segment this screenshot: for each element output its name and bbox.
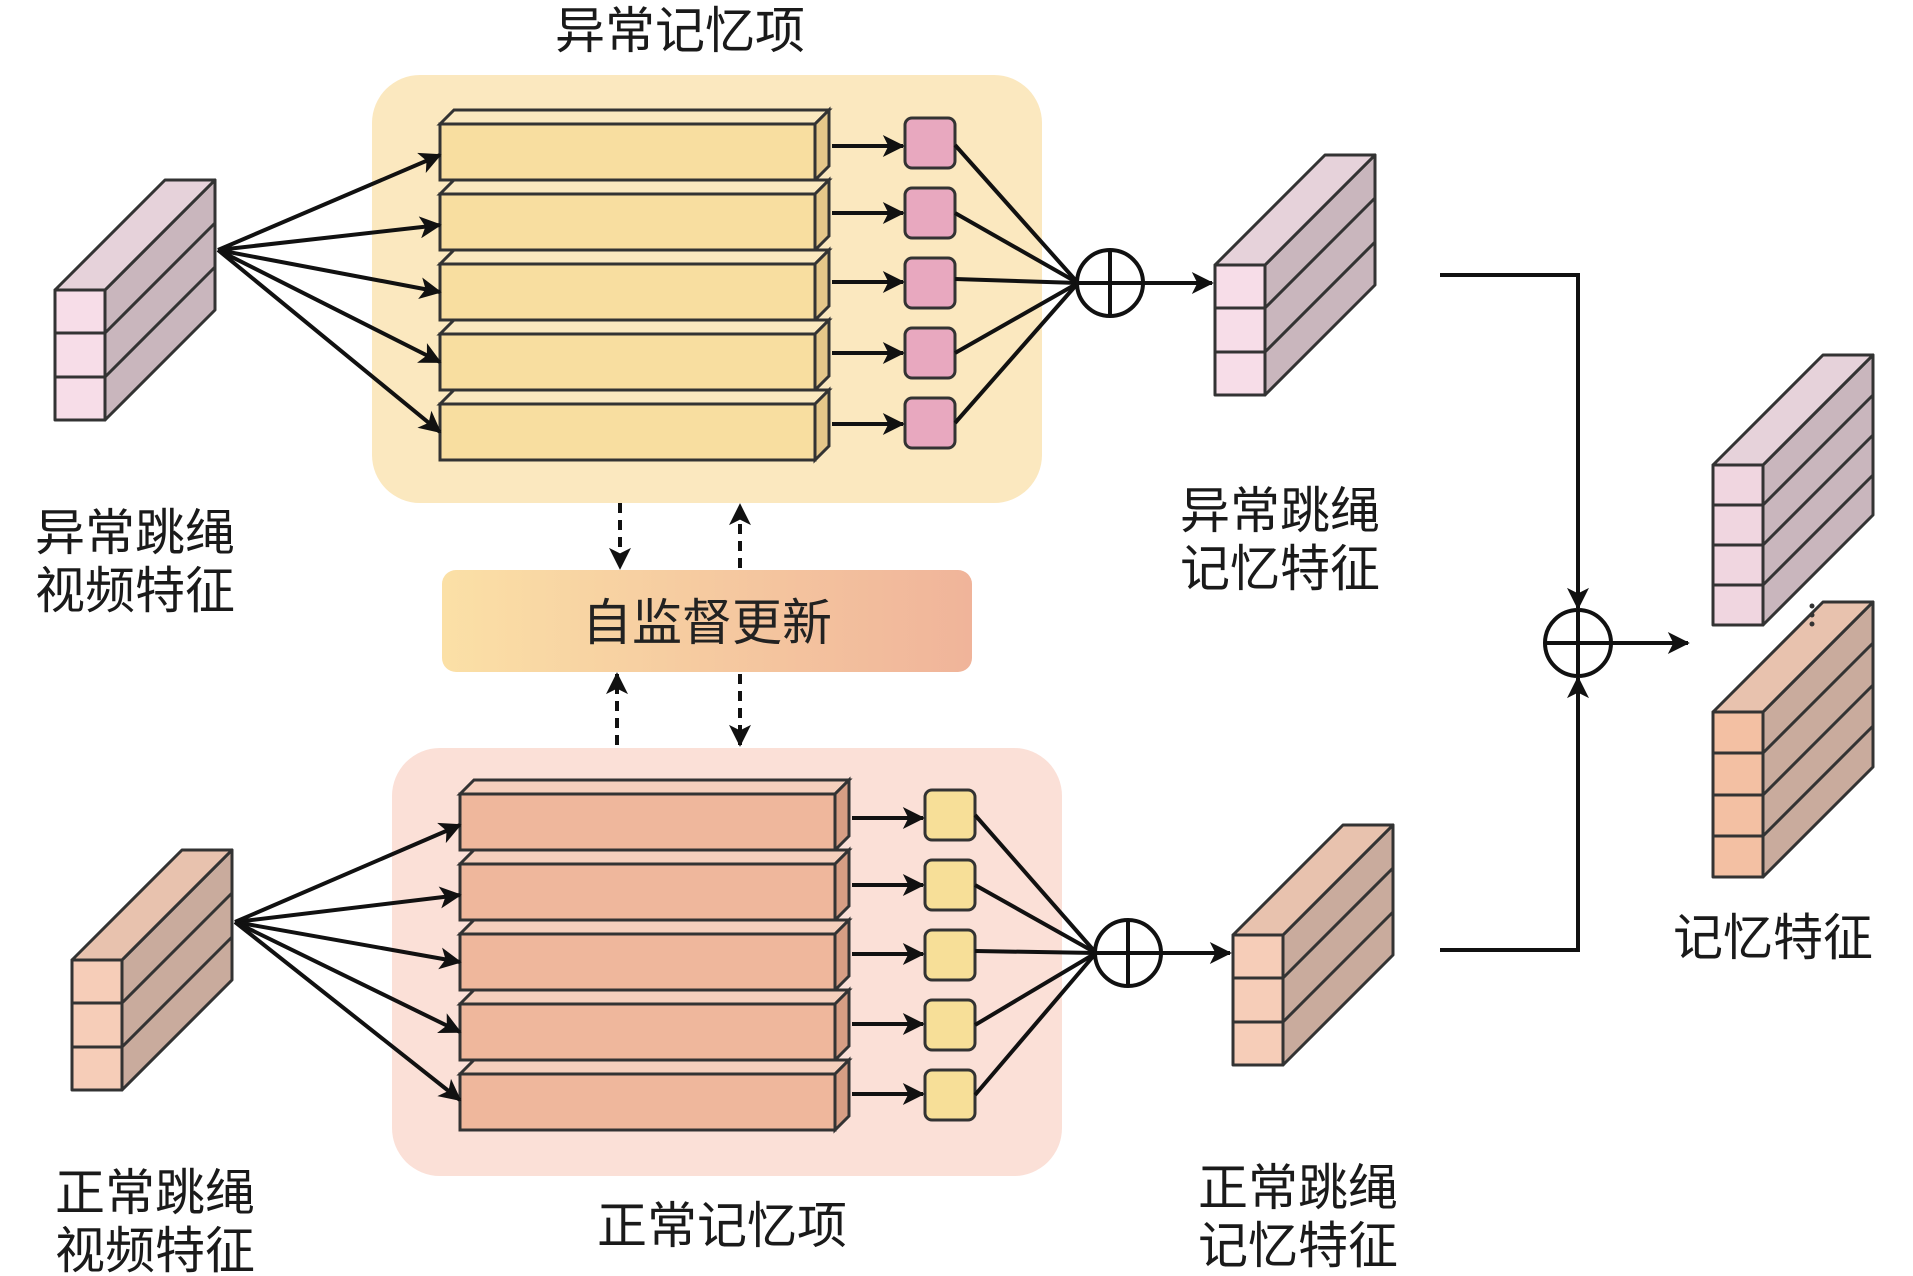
abnormal-weight-square [903, 396, 957, 450]
abnormal-memory-items-label: 异常记忆项 [555, 2, 805, 60]
abnormal-weight-squares [903, 116, 957, 450]
normal-weight-squares [923, 788, 977, 1122]
abnormal-output-connector [1440, 273, 1589, 610]
normal-memory-items-label: 正常记忆项 [597, 1197, 847, 1255]
self-supervised-update-box [442, 570, 972, 672]
normal-memory-bar [456, 916, 853, 994]
abnormal-video-feature-label: 异常跳绳 视频特征 [35, 504, 251, 620]
abnormal-fanout-arrows [216, 152, 442, 434]
normal-fanout-arrows [233, 822, 462, 1102]
normal-weight-square [923, 858, 977, 912]
abnormal-memory-bar [436, 386, 833, 464]
ellipsis-dot [1809, 603, 1815, 609]
final-sum-operator [1543, 608, 1613, 678]
abnormal-weight-square [903, 186, 957, 240]
abnormal-memory-bar [436, 246, 833, 324]
abnormal-weight-square [903, 256, 957, 310]
normal-video-feature-label: 正常跳绳 视频特征 [55, 1164, 271, 1276]
ellipsis-dot [1809, 612, 1815, 618]
normal-memory-bar [456, 776, 853, 854]
abnormal-converge-lines [953, 143, 1080, 425]
normal-bar-to-weight-arrows [852, 807, 925, 1105]
update-dashed-arrows [606, 503, 751, 747]
abnormal-video-feature-cube [53, 178, 217, 422]
normal-sum-operator [1093, 918, 1163, 988]
normal-memory-feature-cube [1231, 823, 1395, 1067]
normal-memory-bar [456, 846, 853, 924]
normal-memory-bars [456, 776, 853, 1134]
normal-weight-square [923, 1068, 977, 1122]
abnormal-sum-operator [1075, 248, 1145, 318]
abnormal-bar-to-weight-arrows [832, 135, 905, 435]
normal-memory-bar [456, 986, 853, 1064]
normal-converge-lines [973, 813, 1098, 1097]
abnormal-memory-feature-cube [1213, 153, 1377, 397]
self-supervised-update-label: 自监督更新 [582, 594, 832, 652]
abnormal-weight-square [903, 116, 957, 170]
final-memory-feature-top [1711, 353, 1875, 627]
abnormal-memory-bar [436, 176, 833, 254]
normal-memory-bar [456, 1056, 853, 1134]
abnormal-memory-bar [436, 316, 833, 394]
final-memory-feature-bottom [1711, 600, 1875, 879]
normal-weight-square [923, 928, 977, 982]
normal-weight-square [923, 788, 977, 842]
abnormal-memory-feature-label: 异常跳绳 记忆特征 [1180, 482, 1396, 598]
abnormal-memory-bar [436, 106, 833, 184]
abnormal-memory-bars [436, 106, 833, 464]
ellipsis-dot [1809, 621, 1815, 627]
normal-weight-square [923, 998, 977, 1052]
abnormal-weight-square [903, 326, 957, 380]
memory-feature-label: 记忆特征 [1673, 909, 1873, 967]
normal-video-feature-cube [70, 848, 234, 1092]
normal-memory-feature-label: 正常跳绳 记忆特征 [1198, 1159, 1414, 1275]
normal-output-connector [1440, 676, 1589, 952]
